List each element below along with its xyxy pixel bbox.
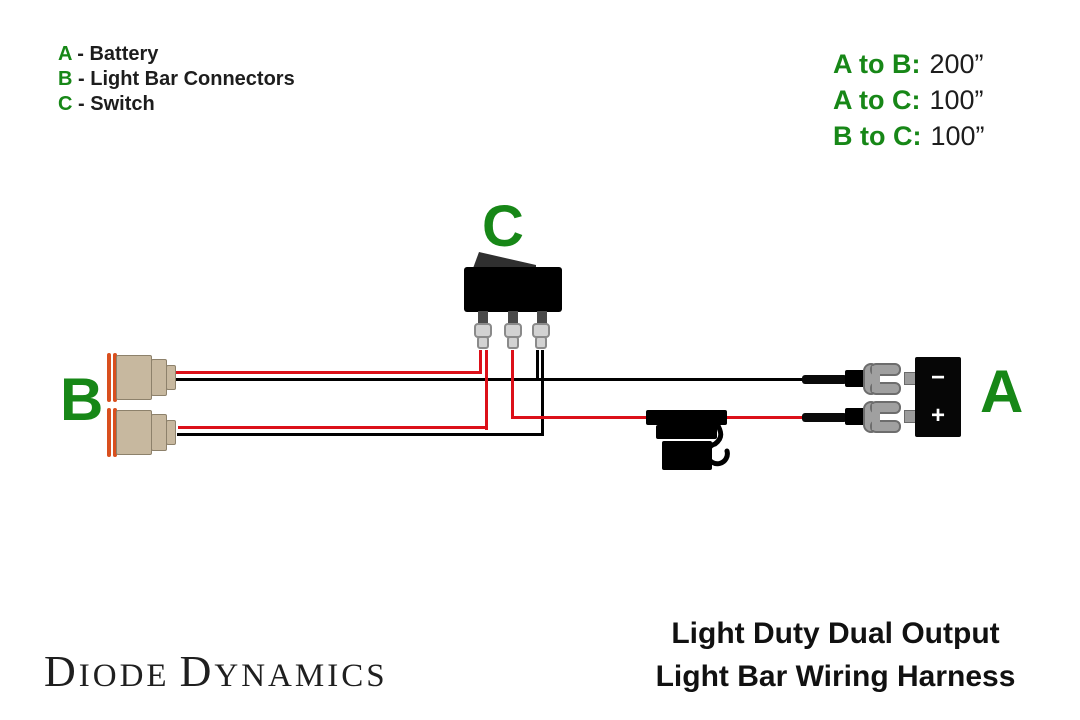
terminal-crimp-icon — [845, 370, 866, 387]
spade-connector-icon — [474, 323, 492, 349]
wire-red-switch-output-drop-2 — [485, 350, 488, 430]
switch-rocker-icon — [472, 252, 536, 271]
spade-connector-icon — [504, 323, 522, 349]
wire-black-negative-main — [174, 378, 804, 381]
wire-red-switch-output-drop-1 — [479, 350, 482, 374]
heat-shrink-icon — [802, 375, 847, 384]
measurement-a-to-c: A to C: 100” — [833, 82, 985, 118]
battery-label: A — [980, 358, 1024, 425]
switch-label: C — [482, 194, 524, 259]
brand-text: YNAMICS — [214, 658, 388, 694]
wire-black-switch-to-bottom-connector-drop — [541, 350, 544, 436]
connector-step — [151, 414, 167, 451]
product-title: Light Duty Dual Output Light Bar Wiring … — [608, 612, 1063, 698]
battery-icon — [915, 357, 961, 437]
legend-letter: C — [58, 93, 73, 115]
product-title-line2: Light Bar Wiring Harness — [655, 660, 1016, 693]
connector-wire-tab — [166, 365, 176, 390]
connector-body — [116, 410, 152, 455]
fuse-tether-loop-icon — [704, 420, 730, 467]
measurement-value: 200” — [929, 49, 984, 79]
wire-black-bottom-connector — [177, 433, 544, 436]
brand-initial: D — [179, 647, 215, 696]
legend-separator: - — [72, 68, 91, 90]
connector-seal — [107, 408, 111, 457]
wire-red-top-connector — [175, 371, 482, 374]
measurement-a-to-b: A to B: 200” — [833, 46, 985, 82]
legend-label: Light Bar Connectors — [90, 68, 295, 90]
switch-terminal-tab — [508, 311, 518, 325]
product-title-line1: Light Duty Dual Output — [671, 617, 1000, 650]
brand-initial: D — [44, 647, 79, 696]
legend-item-connectors: B - Light Bar Connectors — [58, 67, 295, 92]
light-bar-connector-icon — [107, 408, 117, 462]
brand-text: IODE — [78, 658, 170, 694]
switch-terminal-tab — [537, 311, 547, 325]
connector-seal — [107, 353, 111, 402]
wire-red-switch-power-drop — [511, 350, 514, 419]
connector-wire-tab — [166, 420, 176, 445]
measurement-label: B to C: — [833, 121, 922, 151]
legend-item-switch: C - Switch — [58, 92, 295, 117]
legend-separator: - — [71, 43, 90, 65]
fuse-holder-cap-icon — [662, 441, 712, 470]
measurement-value: 100” — [930, 121, 985, 151]
terminal-crimp-icon — [845, 408, 866, 425]
legend-letter: B — [58, 68, 73, 90]
connector-seal — [113, 408, 117, 457]
switch-body-icon — [464, 267, 562, 312]
legend-label: Switch — [90, 93, 155, 115]
connector-step — [151, 359, 167, 396]
wire-black-switch-ground-drop — [536, 350, 539, 381]
length-measurements: A to B:200” A to C:100” B to C:100” — [833, 46, 985, 154]
fork-terminal-icon — [863, 363, 901, 395]
wire-red-bottom-connector — [178, 426, 488, 429]
legend-separator: - — [72, 93, 91, 115]
legend-item-battery: A - Battery — [58, 42, 295, 67]
battery-positive-sign: + — [930, 402, 945, 429]
measurement-label: A to B: — [833, 49, 921, 79]
light-bar-connector-icon — [107, 353, 117, 407]
measurement-value: 100” — [929, 85, 984, 115]
switch-terminal-tab — [478, 311, 488, 325]
connectors-label: B — [60, 366, 104, 433]
measurement-label: A to C: — [833, 85, 921, 115]
spade-connector-icon — [532, 323, 550, 349]
heat-shrink-icon — [802, 413, 847, 422]
legend: A - Battery B - Light Bar Connectors C -… — [58, 42, 295, 117]
battery-negative-sign: − — [930, 364, 945, 391]
measurement-b-to-c: B to C: 100” — [833, 118, 985, 154]
legend-label: Battery — [89, 43, 159, 65]
fuse-holder-mid-icon — [656, 425, 717, 439]
connector-seal — [113, 353, 117, 402]
connector-body — [116, 355, 152, 400]
fuse-holder-top-icon — [646, 410, 727, 425]
legend-letter: A — [58, 43, 72, 65]
fork-terminal-icon — [863, 401, 901, 433]
